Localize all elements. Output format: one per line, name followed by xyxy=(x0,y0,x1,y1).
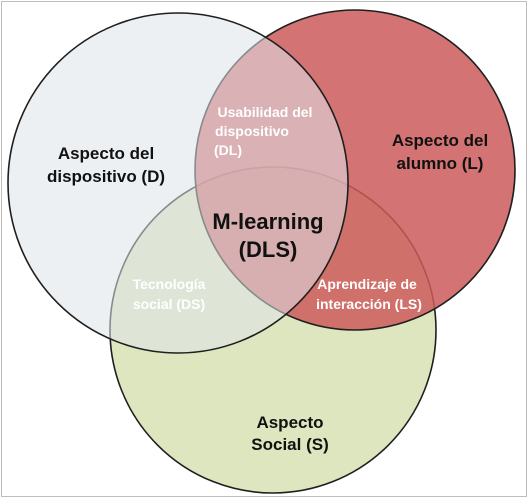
device-label-line1: Aspecto del xyxy=(58,144,154,163)
learner-label-line2: alumno (L) xyxy=(397,154,484,173)
device-label-line2: dispositivo (D) xyxy=(47,167,165,186)
device-social-label-line2: social (DS) xyxy=(133,296,205,312)
learner-social-label-line2: interacción (LS) xyxy=(316,296,422,312)
device-learner-label-line2: dispositivo xyxy=(215,123,289,139)
center-label-line2: (DLS) xyxy=(239,237,298,262)
social-label-line1: Aspecto xyxy=(256,413,323,432)
device-social-label-line1: Tecnología xyxy=(133,276,206,292)
learner-social-label-line1: Aprendizaje de xyxy=(317,276,417,292)
center-label-line1: M-learning xyxy=(212,209,323,234)
device-learner-label-line1: Usabilidad del xyxy=(218,104,313,120)
learner-label-line1: Aspecto del xyxy=(392,131,488,150)
circle-device xyxy=(7,12,349,354)
social-label-line2: Social (S) xyxy=(251,435,328,454)
device-learner-label-line3: (DL) xyxy=(214,142,242,158)
